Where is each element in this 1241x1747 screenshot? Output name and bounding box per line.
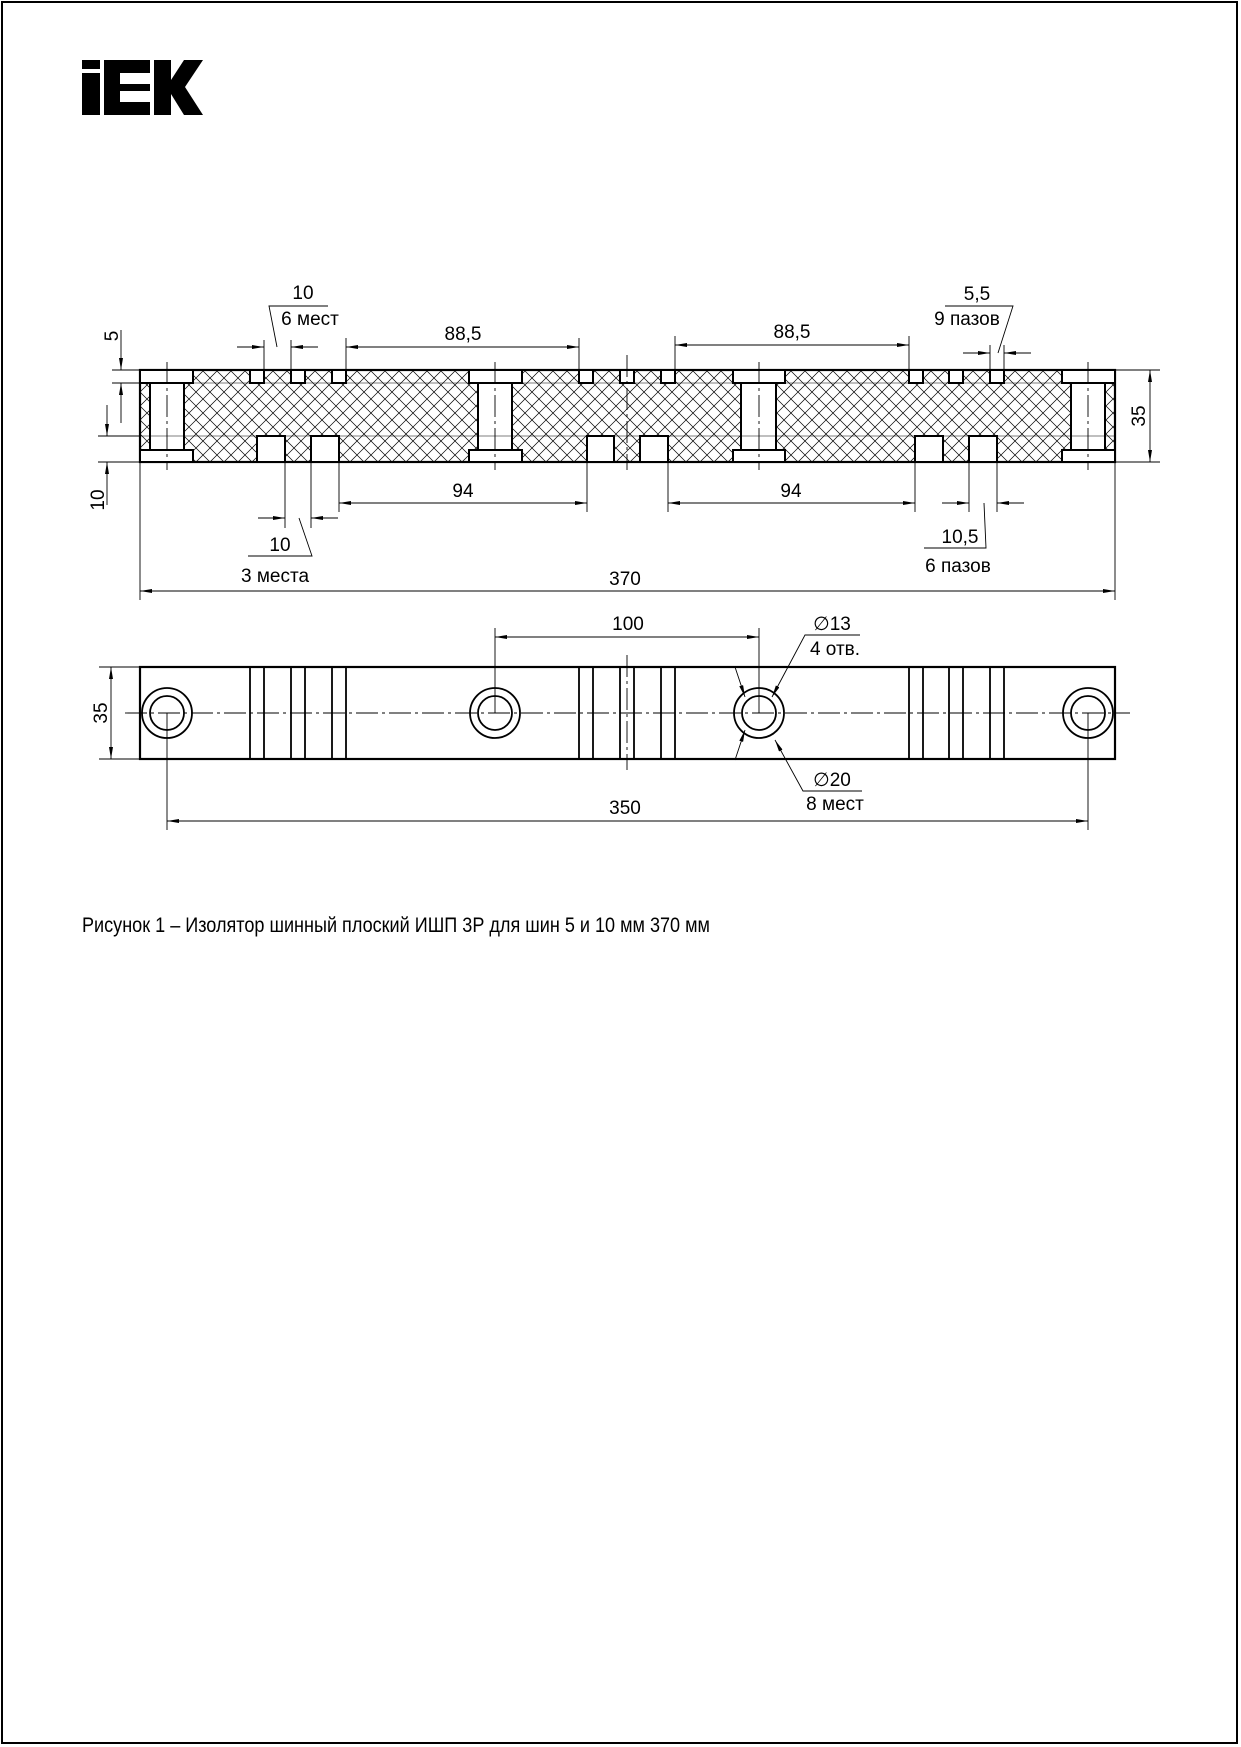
dim-bottom-slot-width-note: 6 пазов [925,556,991,577]
dim-hole-diameter: ∅13 [813,614,851,635]
dim-counterbore-note: 8 мест [806,794,864,815]
dim-bottom-pitch-left: 94 [452,481,474,502]
dim-top-spacing-note: 6 мест [281,309,339,330]
top-slots [249,369,1005,384]
dim-bottom-spacing-note: 3 места [241,566,309,587]
plan-dimension-labels: 100 ∅13 4 отв. ∅20 8 мест 35 350 [91,614,864,819]
plan-view: 100 ∅13 4 отв. ∅20 8 мест 35 350 [91,614,1130,830]
dim-bottom-depth: 10 [88,489,109,510]
dim-top-slot-width: 5,5 [964,284,990,305]
dim-bottom-pitch-right: 94 [780,481,802,502]
section-dimension-labels: 10 6 мест 88,5 88,5 5,5 9 пазов 94 94 10… [88,283,1150,590]
dim-top-spacing: 10 [292,283,313,304]
dim-overall-length: 370 [609,569,641,590]
section-view: 10 6 мест 88,5 88,5 5,5 9 пазов 94 94 10… [88,283,1160,600]
dim-top-depth: 5 [102,331,123,342]
dim-top-pitch-left: 88,5 [445,324,482,345]
dim-bottom-slot-width: 10,5 [942,527,979,548]
dim-width: 35 [91,702,112,723]
center-lines [166,355,1089,470]
dim-counterbore: ∅20 [813,770,851,791]
section-dimension-lines [98,305,1160,600]
dim-top-pitch-right: 88,5 [774,322,811,343]
iek-logo [82,60,203,115]
dim-hole-span: 350 [609,798,641,819]
dim-height: 35 [1129,405,1150,426]
dim-hole-diameter-note: 4 отв. [810,639,860,660]
dim-bottom-spacing: 10 [269,535,290,556]
plan-dimension-lines [99,628,1089,830]
dim-top-slot-width-note: 9 пазов [934,309,1000,330]
dim-hole-pitch: 100 [612,614,644,635]
section-guides [140,382,1115,437]
figure-caption: Рисунок 1 – Изолятор шинный плоский ИШП … [82,914,710,937]
